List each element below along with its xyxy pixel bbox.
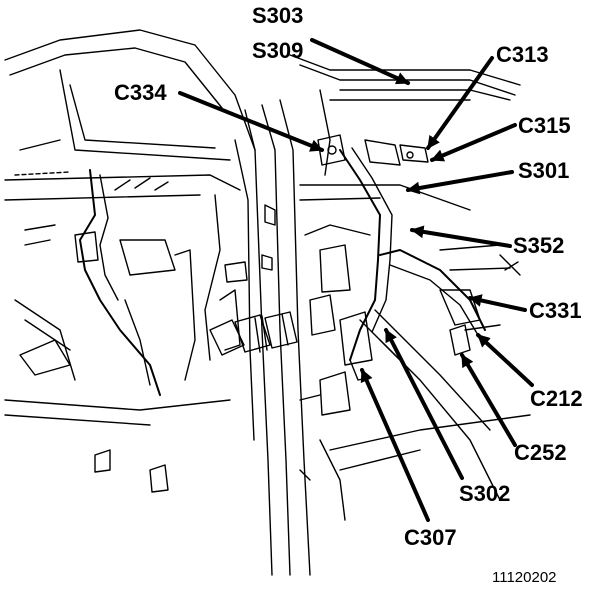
label-s301: S301 bbox=[518, 158, 570, 183]
label-s302: S302 bbox=[459, 481, 511, 506]
arrow-s303-s309 bbox=[310, 38, 410, 85]
leader-arrows bbox=[178, 38, 534, 522]
vehicle-body-outline bbox=[4, 29, 531, 576]
label-c307: C307 bbox=[404, 525, 457, 550]
label-c313: C313 bbox=[496, 42, 549, 67]
arrow-c334 bbox=[178, 91, 324, 152]
label-c331: C331 bbox=[529, 298, 582, 323]
label-s303: S303 bbox=[252, 3, 304, 28]
label-s352: S352 bbox=[513, 233, 565, 258]
label-c252: C252 bbox=[514, 440, 567, 465]
arrow-c212 bbox=[476, 333, 534, 387]
arrow-c307 bbox=[360, 368, 430, 522]
figure-number: 11120202 bbox=[492, 569, 557, 586]
arrow-c252 bbox=[460, 353, 517, 447]
label-c212: C212 bbox=[530, 386, 583, 411]
label-c315: C315 bbox=[518, 113, 571, 138]
label-s309: S309 bbox=[252, 38, 304, 63]
arrow-s301 bbox=[406, 170, 514, 195]
arrow-s352 bbox=[410, 225, 512, 248]
label-c334: C334 bbox=[114, 80, 167, 105]
arrow-c331 bbox=[468, 294, 527, 312]
arrow-c315 bbox=[430, 123, 517, 162]
arrow-s302 bbox=[384, 328, 464, 480]
arrow-c313 bbox=[426, 56, 494, 150]
